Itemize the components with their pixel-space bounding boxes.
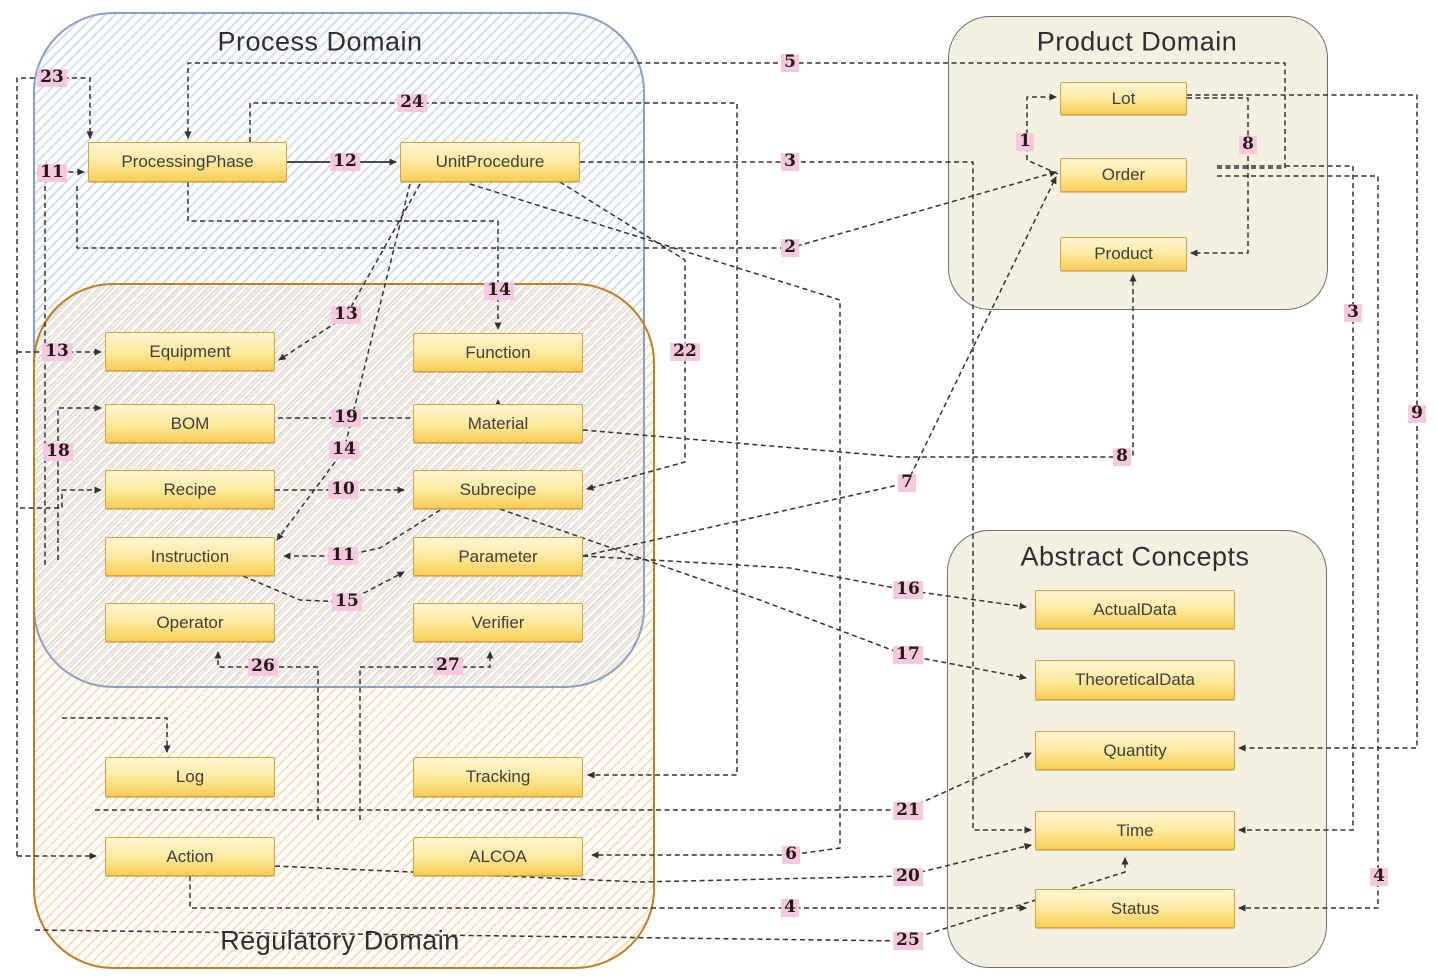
node-unitprocedure: UnitProcedure [400, 142, 580, 182]
node-operator: Operator [105, 603, 275, 642]
node-processingphase: ProcessingPhase [88, 142, 287, 182]
edge-label-22-12: 22 [670, 342, 700, 361]
connector-8 [1187, 97, 1249, 257]
domain-title-abstract-concepts: Abstract Concepts [1020, 541, 1250, 572]
edge-label-14-14: 14 [329, 440, 359, 459]
edge-label-3-5: 3 [781, 152, 799, 171]
connector-28 [62, 717, 171, 753]
connector-5 [580, 161, 1032, 834]
edge-label-24-3: 24 [397, 93, 427, 112]
edge-label-21-27: 21 [893, 801, 923, 820]
connector-6 [76, 170, 1057, 249]
node-material: Material [413, 404, 583, 443]
node-instruction: Instruction [105, 537, 275, 576]
node-action: Action [105, 837, 275, 876]
connector-14 [559, 181, 686, 491]
edge-label-6-28: 6 [782, 845, 800, 864]
connector-27 [359, 651, 494, 820]
connector-13 [582, 176, 1057, 557]
edge-label-4-32: 4 [1370, 867, 1388, 886]
connector-11 [1217, 165, 1354, 834]
connector-33 [469, 183, 841, 859]
connector-20 [20, 486, 102, 509]
connector-24 [283, 509, 441, 560]
edge-label-18-15: 18 [43, 442, 73, 461]
node-log: Log [105, 757, 275, 797]
domain-title-process-domain: Process Domain [217, 26, 423, 57]
edge-label-7-20: 7 [898, 473, 916, 492]
node-bom: BOM [105, 404, 275, 443]
edge-label-3-18: 3 [1344, 303, 1362, 322]
edge-label-1-7: 1 [1016, 132, 1034, 151]
node-alcoa: ALCOA [413, 837, 583, 876]
node-subrecipe: Subrecipe [413, 470, 583, 509]
connector-12 [1217, 175, 1379, 912]
edge-label-20-29: 20 [893, 867, 923, 886]
connector-4 [187, 182, 502, 330]
node-equipment: Equipment [105, 332, 275, 371]
connector-19 [57, 404, 102, 560]
connector-34 [582, 555, 1027, 610]
node-tracking: Tracking [413, 757, 583, 797]
node-verifier: Verifier [413, 603, 583, 642]
edge-label-11-1: 11 [37, 163, 67, 182]
edge-label-15-22: 15 [332, 592, 362, 611]
connector-17 [16, 77, 94, 856]
edge-label-19-13: 19 [331, 408, 361, 427]
edge-label-26-25: 26 [248, 657, 278, 676]
connector-3 [249, 102, 738, 779]
edge-label-25-31: 25 [893, 931, 923, 950]
edge-label-16-23: 16 [893, 580, 923, 599]
edge-label-17-24: 17 [893, 645, 923, 664]
connector-9 [582, 274, 1137, 458]
node-recipe: Recipe [105, 470, 275, 509]
connector-15 [278, 183, 421, 361]
edge-label-2-6: 2 [781, 238, 799, 257]
connector-26 [214, 651, 319, 820]
node-actualdata: ActualData [1035, 590, 1235, 629]
connector-10 [1187, 94, 1418, 752]
edge-label-8-17: 8 [1113, 447, 1131, 466]
edge-label-9-19: 9 [1408, 404, 1426, 423]
node-quantity: Quantity [1035, 731, 1235, 770]
edge-label-5-4: 5 [781, 53, 799, 72]
node-status: Status [1035, 889, 1235, 928]
connector-2 [184, 62, 1286, 169]
edge-label-13-10: 13 [331, 305, 361, 324]
edge-label-12-2: 12 [330, 152, 360, 171]
node-order: Order [1060, 158, 1187, 192]
node-theoreticaldata: TheoreticalData [1035, 660, 1235, 700]
domain-title-product-domain: Product Domain [1036, 26, 1238, 57]
connector-32 [34, 857, 1129, 942]
connector-18 [44, 168, 85, 565]
connector-31 [189, 876, 1027, 912]
edge-label-23-0: 23 [37, 68, 67, 87]
edge-label-4-30: 4 [781, 898, 799, 917]
node-time: Time [1035, 811, 1235, 850]
node-parameter: Parameter [413, 537, 583, 576]
connector-7 [1026, 93, 1059, 175]
edge-label-8-8: 8 [1239, 135, 1257, 154]
edge-label-27-26: 27 [433, 656, 463, 675]
node-lot: Lot [1060, 82, 1187, 115]
node-product: Product [1060, 237, 1187, 271]
node-function: Function [413, 333, 583, 372]
edge-label-10-16: 10 [328, 480, 358, 499]
edge-label-11-21: 11 [328, 546, 358, 565]
domain-title-regulatory-domain: Regulatory Domain [220, 925, 460, 956]
connector-35 [499, 508, 1027, 681]
edge-label-14-11: 14 [484, 281, 514, 300]
edge-label-13-9: 13 [42, 342, 72, 361]
connector-25 [242, 571, 405, 603]
